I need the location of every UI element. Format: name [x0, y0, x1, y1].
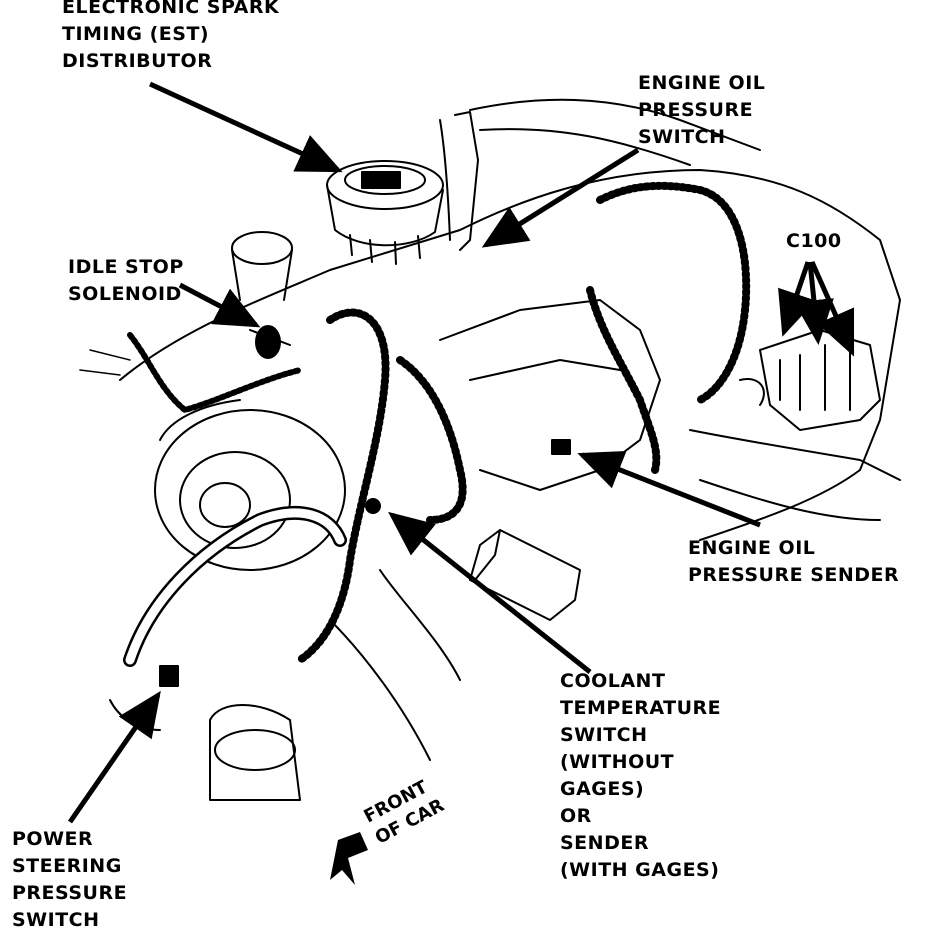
label-est-distributor: ELECTRONIC SPARK TIMING (EST) DISTRIBUTO… — [62, 0, 280, 72]
arrow-c100-1 — [778, 261, 816, 337]
arrow-est-distributor — [148, 81, 343, 173]
distributor-cap-icon — [326, 160, 444, 265]
label-ps-pressure-switch: POWER STEERING PRESSURE SWITCH — [12, 828, 128, 931]
idle-stop-solenoid-icon — [249, 325, 291, 359]
label-oil-pressure-sender: ENGINE OIL PRESSURE SENDER — [688, 537, 900, 586]
label-idle-stop-solenoid: IDLE STOP SOLENOID — [68, 256, 184, 305]
engine-line-art — [79, 98, 901, 801]
arrow-c100-3 — [809, 260, 855, 357]
arrow-coolant-switch — [388, 511, 592, 674]
label-oil-pressure-switch: ENGINE OIL PRESSURE SWITCH — [638, 72, 766, 148]
label-coolant-switch: COOLANT TEMPERATURE SWITCH (WITHOUT GAGE… — [560, 670, 722, 881]
arrow-c100-2 — [794, 261, 834, 345]
arrow-oil-pressure-sender — [577, 451, 761, 528]
power-steering-switch-icon — [159, 665, 179, 687]
arrow-idle-stop-solenoid — [178, 282, 261, 328]
thermostat-housing-icon — [469, 529, 581, 621]
label-c100: C100 — [786, 230, 842, 252]
alternator-pulley-icon — [154, 399, 346, 571]
arrow-ps-pressure-switch — [67, 690, 161, 824]
c100-connector-icon — [739, 329, 881, 431]
callout-arrows — [67, 81, 855, 824]
arrow-oil-pressure-switch — [481, 147, 640, 248]
front-of-car-arrow-icon — [330, 832, 368, 885]
